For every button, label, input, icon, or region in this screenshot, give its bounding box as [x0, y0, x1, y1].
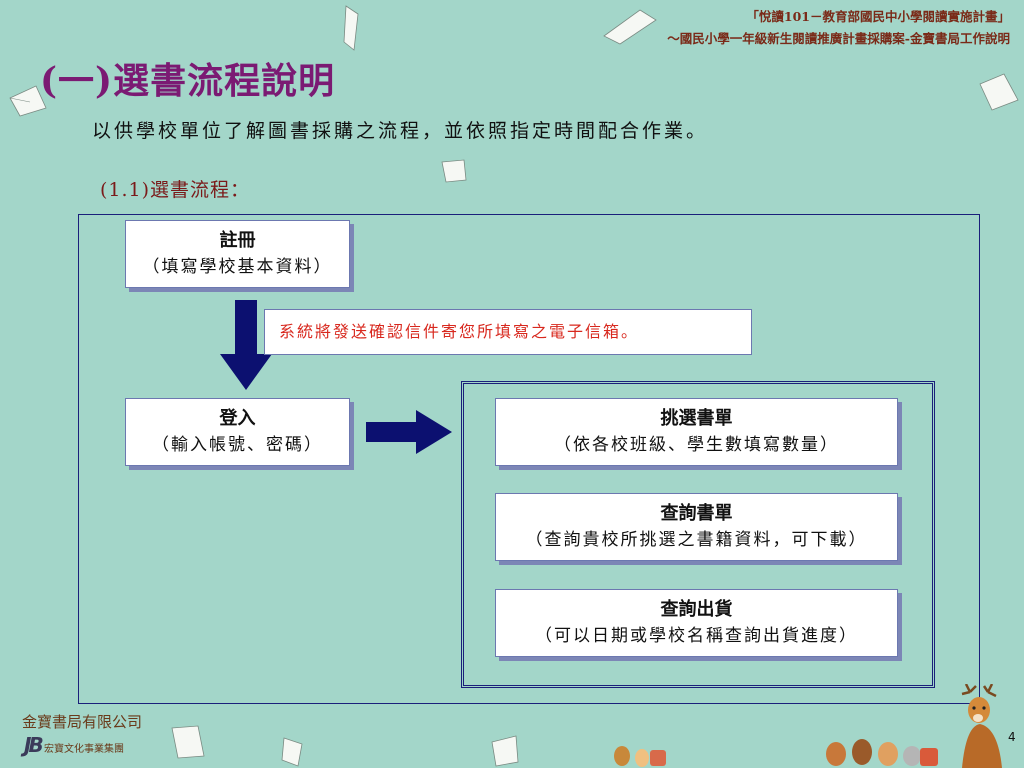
paper-leaf-icon	[441, 159, 467, 183]
register-subtitle: （填寫學校基本資料）	[142, 257, 333, 277]
down-arrow-icon	[220, 300, 272, 390]
option-subtitle: （查詢貴校所挑選之書籍資料，可下載）	[525, 530, 868, 550]
flow-frame	[78, 214, 980, 704]
option-query-booklist: 查詢書單 （查詢貴校所挑選之書籍資料，可下載）	[495, 493, 898, 561]
login-subtitle: （輸入帳號、密碼）	[152, 435, 323, 455]
right-arrow-icon	[366, 410, 452, 454]
option-title: 查詢書單	[660, 503, 733, 524]
email-notice: 系統將發送確認信件寄您所填寫之電子信箱。	[264, 309, 752, 355]
option-title: 挑選書單	[660, 408, 733, 429]
header-text: 「悅讀101－教育部國民中小學閱讀實施計畫」 ～國民小學一年級新生閱讀推廣計畫採…	[667, 6, 1010, 50]
section-label: (1.1)選書流程：	[100, 179, 251, 201]
group-name: 宏寶文化事業集團	[44, 744, 124, 755]
option-query-shipment: 查詢出貨 （可以日期或學校名稱查詢出貨進度）	[495, 589, 898, 657]
paper-leaf-icon	[171, 725, 205, 759]
company-logo: JB	[24, 733, 44, 757]
deer-illustration-icon	[961, 684, 1002, 768]
page-number: 4	[1008, 730, 1016, 744]
header-line-1: 「悅讀101－教育部國民中小學閱讀實施計畫」	[746, 9, 1010, 24]
register-box: 註冊 （填寫學校基本資料）	[125, 220, 350, 288]
company-name: 金寶書局有限公司	[22, 713, 143, 731]
options-frame	[461, 381, 935, 688]
option-subtitle: （依各校班級、學生數填寫數量）	[554, 435, 839, 455]
header-line-2: ～國民小學一年級新生閱讀推廣計畫採購案-金寶書局工作說明	[667, 31, 1010, 46]
paper-leaf-icon	[281, 737, 303, 767]
animals-illustration-icon	[826, 739, 938, 766]
paper-leaf-icon	[343, 5, 359, 51]
register-title: 註冊	[219, 230, 256, 251]
paper-leaf-icon	[979, 73, 1019, 111]
page-title: (一)選書流程說明	[40, 60, 336, 102]
page-subtitle: 以供學校單位了解圖書採購之流程，並依照指定時間配合作業。	[92, 120, 709, 142]
option-select-booklist: 挑選書單 （依各校班級、學生數填寫數量）	[495, 398, 898, 466]
animals-illustration-icon	[614, 746, 666, 767]
login-title: 登入	[219, 408, 256, 429]
paper-leaf-icon	[603, 9, 657, 45]
option-subtitle: （可以日期或學校名稱查詢出貨進度）	[535, 626, 858, 646]
login-box: 登入 （輸入帳號、密碼）	[125, 398, 350, 466]
paper-leaf-icon	[491, 735, 519, 767]
option-title: 查詢出貨	[660, 599, 733, 620]
paper-leaf-icon	[9, 85, 47, 117]
